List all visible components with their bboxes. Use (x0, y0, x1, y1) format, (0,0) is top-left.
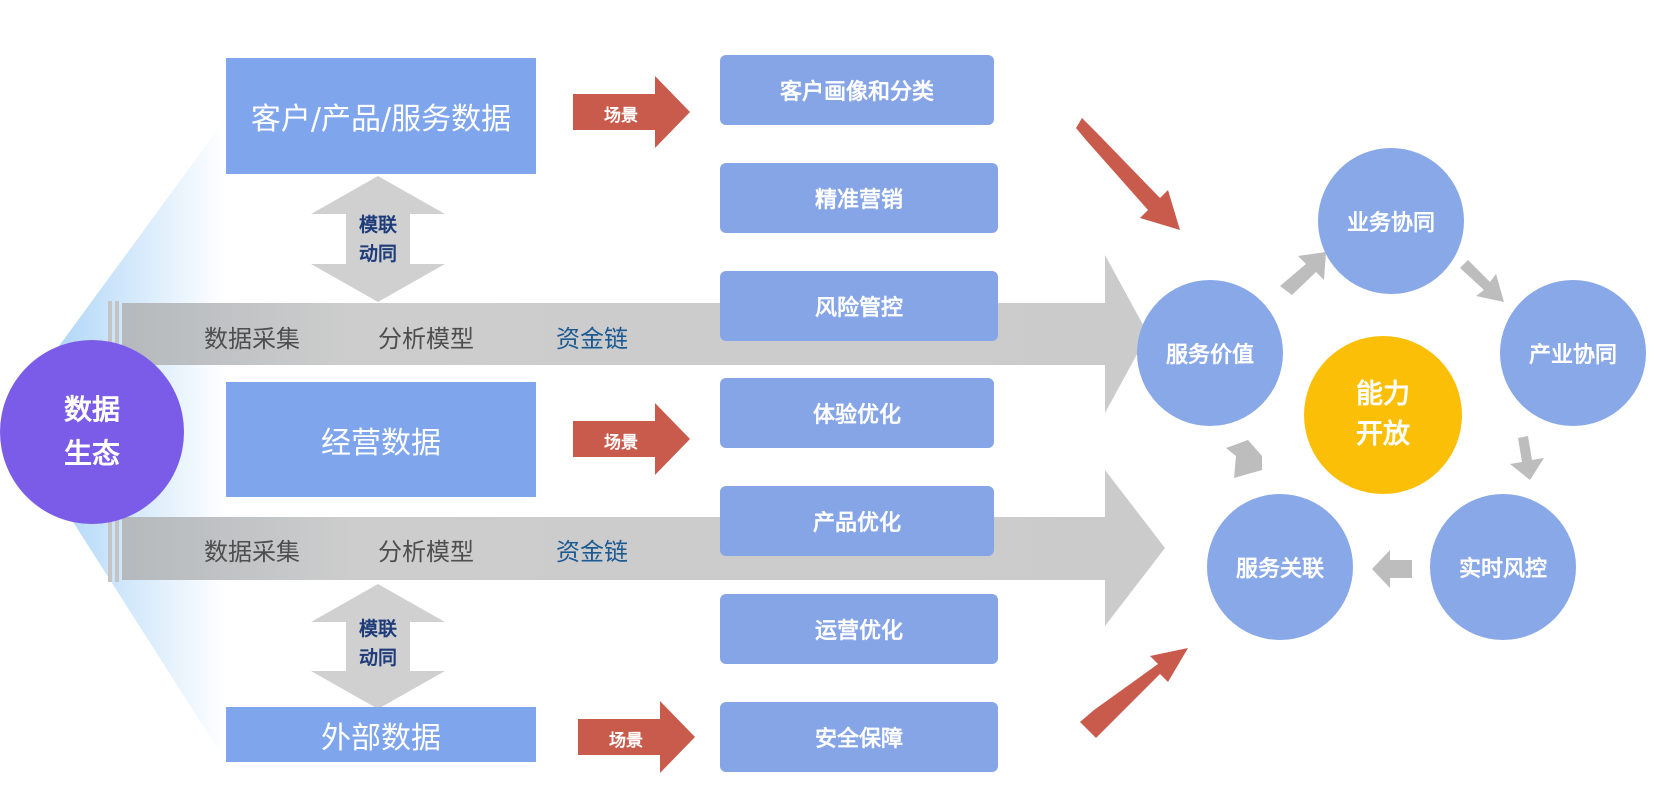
source-label: 外部数据 (321, 720, 441, 756)
scenario-label: 客户画像和分类 (779, 80, 934, 105)
source-label: 经营数据 (321, 425, 441, 461)
cycle-arrows (1226, 252, 1544, 588)
scenario-label: 运营优化 (814, 619, 903, 644)
node-realtime-risk: 实时风控 (1430, 494, 1576, 640)
scenario-operations: 运营优化 (720, 594, 998, 664)
scenario-label: 产品优化 (812, 511, 901, 536)
source-customer-data: 客户/产品/服务数据 (226, 58, 536, 174)
scenario-security: 安全保障 (720, 702, 998, 772)
linkage-line: 动同 (358, 243, 397, 265)
ecosystem-circle: 数据 生态 (0, 340, 184, 524)
node-label: 服务价值 (1165, 343, 1254, 368)
scene-arrow-2 (573, 403, 690, 475)
scenario-label: 安全保障 (814, 727, 903, 752)
linkage-label: 模联 动同 (348, 211, 408, 269)
node-service-link: 服务关联 (1207, 494, 1353, 640)
scene-tag: 场景 (604, 106, 638, 126)
pipeline-stage-collect: 数据采集 (204, 538, 300, 566)
node-label: 产业协同 (1528, 343, 1617, 368)
source-label: 客户/产品/服务数据 (250, 102, 512, 137)
node-industry-synergy: 产业协同 (1500, 280, 1646, 426)
node-label: 业务协同 (1346, 211, 1435, 236)
pipeline-stage-capital: 资金链 (556, 538, 628, 566)
linkage-arrow-2 (311, 584, 445, 709)
pipeline-stage-collect: 数据采集 (204, 325, 300, 353)
pipeline-arrow-1 (108, 255, 1148, 413)
linkage-line: 动同 (358, 647, 397, 669)
node-label: 实时风控 (1458, 557, 1547, 582)
scenario-label: 体验优化 (812, 403, 901, 428)
center-line: 能力 (1356, 379, 1410, 410)
scenario-risk-control: 风险管控 (720, 271, 998, 341)
node-service-value: 服务价值 (1137, 280, 1283, 426)
scenario-label: 风险管控 (814, 296, 903, 321)
linkage-label: 模联 动同 (348, 615, 408, 673)
linkage-line: 模联 (358, 618, 397, 640)
source-operation-data: 经营数据 (226, 382, 536, 497)
pipeline-stage-capital: 资金链 (556, 325, 628, 353)
scene-arrow-3 (578, 701, 695, 773)
scenario-product: 产品优化 (720, 486, 994, 556)
node-label: 服务关联 (1235, 557, 1324, 582)
ecosystem-line: 数据 (63, 393, 120, 426)
linkage-arrow-1 (311, 176, 445, 302)
linkage-line: 模联 (358, 214, 397, 236)
scene-tag: 场景 (604, 433, 638, 453)
pipeline-stage-model: 分析模型 (378, 538, 474, 566)
scenario-label: 精准营销 (814, 188, 903, 213)
scenario-experience: 体验优化 (720, 378, 994, 448)
diagonal-arrow-top (1076, 118, 1180, 230)
pipeline-arrow-2 (108, 470, 1165, 626)
center-line: 开放 (1356, 419, 1410, 450)
source-external-data: 外部数据 (226, 707, 536, 762)
scene-arrow-1 (573, 76, 690, 148)
pipeline-stage-model: 分析模型 (378, 325, 474, 353)
center-capability-open: 能力 开放 (1304, 336, 1462, 494)
ecosystem-line: 生态 (63, 437, 120, 470)
diagonal-arrow-bottom (1080, 648, 1188, 738)
scenario-customer-profile: 客户画像和分类 (720, 55, 994, 125)
scenario-precision-marketing: 精准营销 (720, 163, 998, 233)
node-business-synergy: 业务协同 (1318, 148, 1464, 294)
scene-tag: 场景 (609, 731, 643, 751)
